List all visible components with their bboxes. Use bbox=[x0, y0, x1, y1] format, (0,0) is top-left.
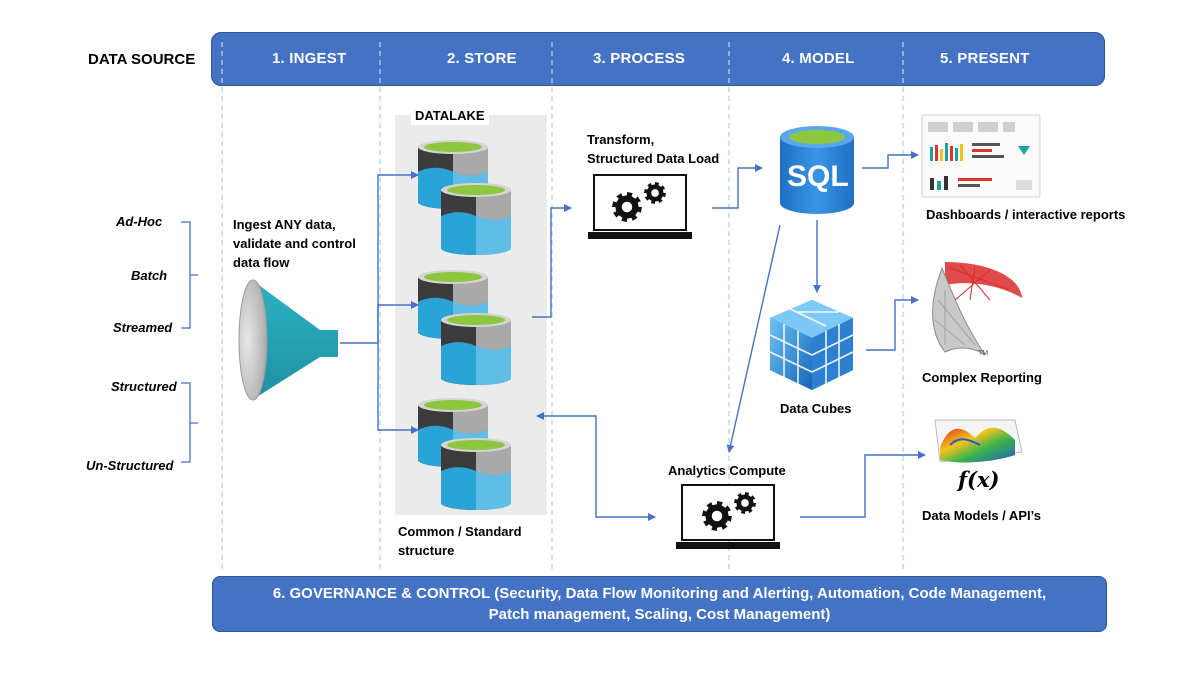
data-models-label: Data Models / API’s bbox=[922, 508, 1041, 523]
dashboard-thumbnail-icon bbox=[921, 114, 1041, 198]
gear-icon bbox=[734, 492, 756, 514]
stages-header-bar bbox=[211, 32, 1105, 86]
dashboards-label: Dashboards / interactive reports bbox=[926, 207, 1126, 222]
gear-icons bbox=[612, 182, 756, 531]
store-to-process-arrow bbox=[532, 204, 572, 318]
database-cylinder-icon bbox=[441, 183, 511, 255]
surface-plot-icon bbox=[934, 419, 1023, 463]
governance-line-1: 6. GOVERNANCE & CONTROL (Security, Data … bbox=[272, 585, 1047, 602]
transform-label: Transform, Structured Data Load bbox=[587, 132, 720, 166]
reporting-logo-icon bbox=[932, 262, 1022, 356]
gear-icon bbox=[702, 501, 732, 531]
source-streamed: Streamed bbox=[113, 320, 173, 335]
process-to-sql-arrow bbox=[712, 164, 763, 209]
gear-icon bbox=[612, 192, 642, 222]
source-unstructured: Un-Structured bbox=[86, 458, 174, 473]
model-arrows bbox=[536, 151, 926, 521]
stage-present-label: 5. PRESENT bbox=[940, 50, 1030, 67]
governance-bar: 6. GOVERNANCE & CONTROL (Security, Data … bbox=[212, 576, 1107, 632]
laptop-transform-icon bbox=[588, 174, 692, 239]
database-cylinder-icon bbox=[441, 438, 511, 510]
ingest-arrows bbox=[340, 171, 419, 434]
source-brackets bbox=[181, 221, 198, 463]
database-cylinder-icon bbox=[441, 313, 511, 385]
sql-label: SQL bbox=[787, 160, 849, 193]
datalake-cylinders bbox=[418, 140, 511, 510]
fx-symbol: f(x) bbox=[958, 467, 1000, 492]
datalake-caption: Common / Standard structure bbox=[398, 524, 522, 558]
datalake-title: DATALAKE bbox=[411, 106, 489, 125]
sql-database-icon bbox=[780, 126, 854, 214]
data-source-label: DATA SOURCE bbox=[88, 51, 196, 68]
source-structured: Structured bbox=[111, 379, 177, 394]
governance-line-2: Patch management, Scaling, Cost Manageme… bbox=[488, 606, 831, 623]
ingest-description: Ingest ANY data, validate and control da… bbox=[233, 217, 356, 270]
stage-ingest-label: 1. INGEST bbox=[272, 50, 347, 67]
trademark-mark: TM bbox=[978, 350, 989, 357]
funnel-icon bbox=[238, 279, 338, 401]
source-batch: Batch bbox=[131, 268, 168, 283]
data-cubes-label: Data Cubes bbox=[780, 401, 852, 416]
stage-model-label: 4. MODEL bbox=[782, 50, 855, 67]
analytics-compute-label: Analytics Compute bbox=[668, 463, 786, 478]
complex-reporting-label: Complex Reporting bbox=[922, 370, 1042, 385]
stage-process-label: 3. PROCESS bbox=[593, 50, 686, 67]
source-adhoc: Ad-Hoc bbox=[116, 214, 163, 229]
data-cube-icon bbox=[769, 300, 854, 390]
gear-icon bbox=[644, 182, 666, 204]
stage-store-label: 2. STORE bbox=[447, 50, 517, 67]
